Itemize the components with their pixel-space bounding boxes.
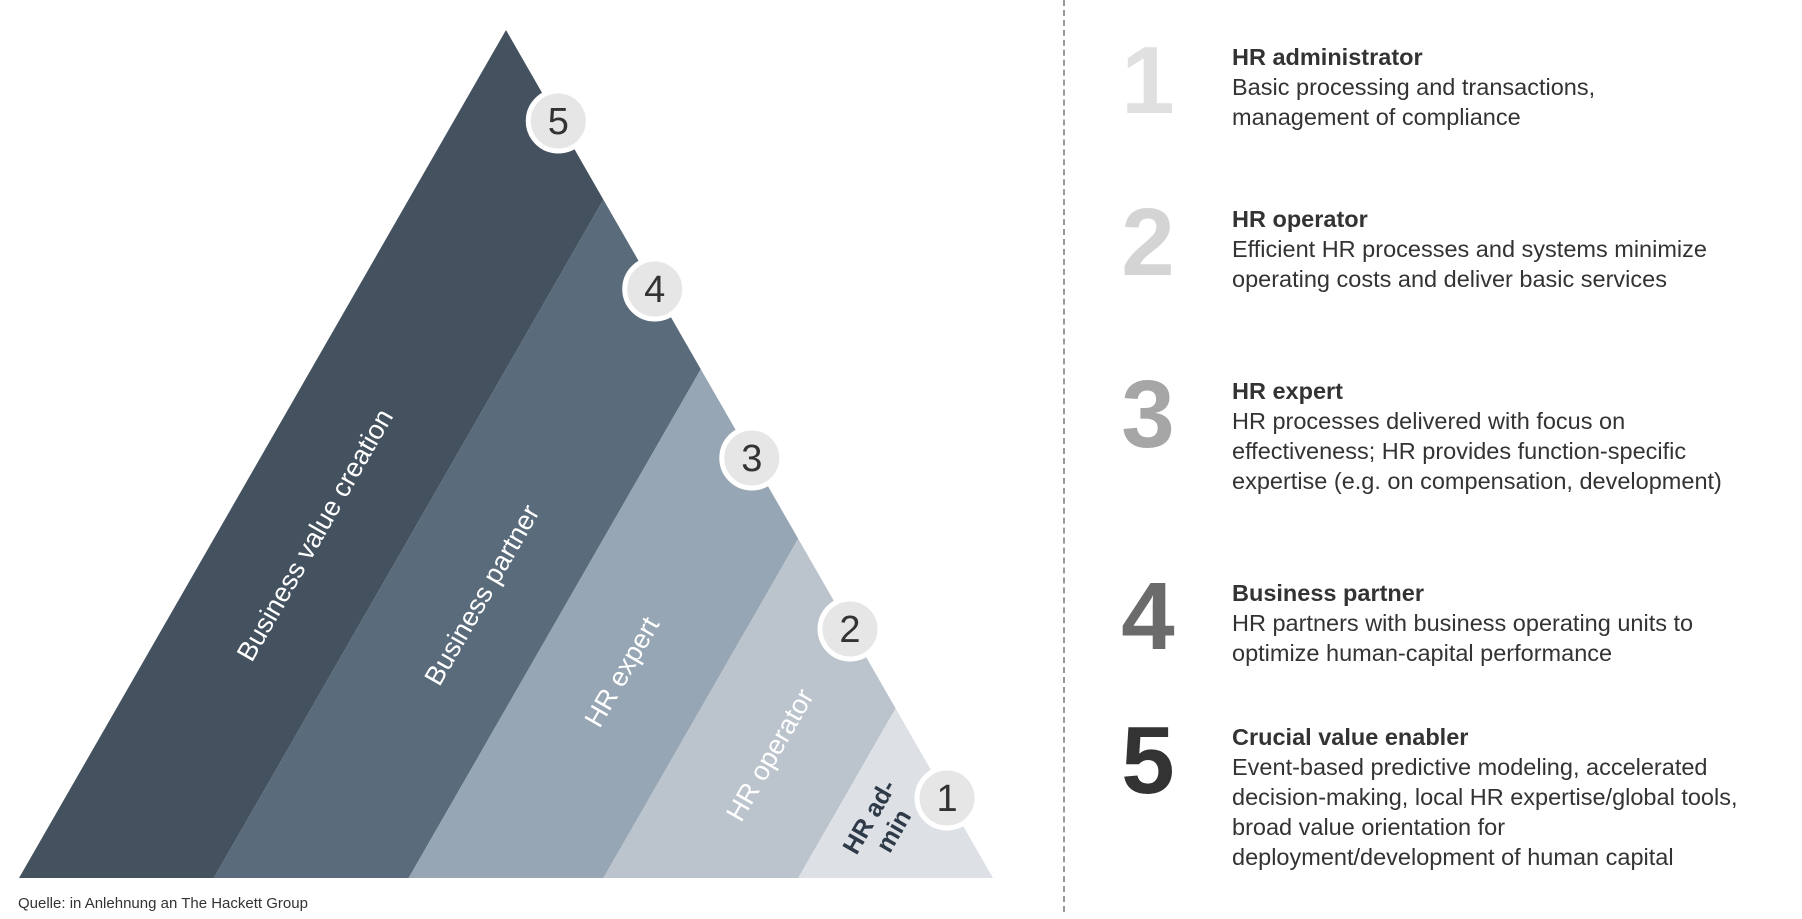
level-badge-4 <box>622 256 688 322</box>
band-level-3 <box>408 369 799 878</box>
band-level-1 <box>798 708 993 878</box>
legend-item-4: 4 Business partner HR partners with busi… <box>1108 563 1802 738</box>
legend-item-2: 2 HR operator Efficient HR processes and… <box>1108 189 1802 364</box>
legend-title: Crucial value enabler <box>1232 724 1469 750</box>
legend-number: 1 <box>1121 27 1175 134</box>
legend-number: 5 <box>1121 707 1175 814</box>
band-level-4 <box>213 199 701 879</box>
legend-title: HR administrator <box>1232 44 1423 70</box>
level-badge-number: 3 <box>741 438 762 480</box>
legend-item-5: 5 Crucial value enabler Event-based pred… <box>1108 707 1802 882</box>
level-badge-number: 5 <box>548 101 569 143</box>
legend-item-1: 1 HR administrator Basic processing and … <box>1108 27 1802 202</box>
legend-item-3: 3 HR expert HR processes delivered with … <box>1108 361 1802 536</box>
level-badge-number: 4 <box>644 269 665 311</box>
level-badge-1 <box>914 765 980 831</box>
band-level-5 <box>19 30 604 878</box>
legend-description: HR partners with business operating unit… <box>1232 610 1694 666</box>
legend-title: Business partner <box>1232 580 1424 606</box>
legend-description: Event-based predictive modeling, acceler… <box>1232 754 1738 870</box>
legend-title: HR operator <box>1232 206 1368 232</box>
legend-description: Basic processing and transactions,manage… <box>1232 74 1596 130</box>
legend-title: HR expert <box>1232 378 1344 404</box>
level-badge-5 <box>525 88 591 154</box>
legend-number: 3 <box>1121 361 1175 468</box>
level-badge-number: 2 <box>839 609 860 651</box>
level-badge-number: 1 <box>936 778 957 820</box>
level-badge-2 <box>817 596 883 662</box>
dashed-divider <box>1063 0 1065 912</box>
legend-number: 4 <box>1121 563 1175 670</box>
level-badge-3 <box>719 425 785 491</box>
legend-number: 2 <box>1121 189 1175 296</box>
legend-description: Efficient HR processes and systems minim… <box>1232 236 1707 292</box>
source-note: Quelle: in Anlehnung an The Hackett Grou… <box>18 895 308 912</box>
